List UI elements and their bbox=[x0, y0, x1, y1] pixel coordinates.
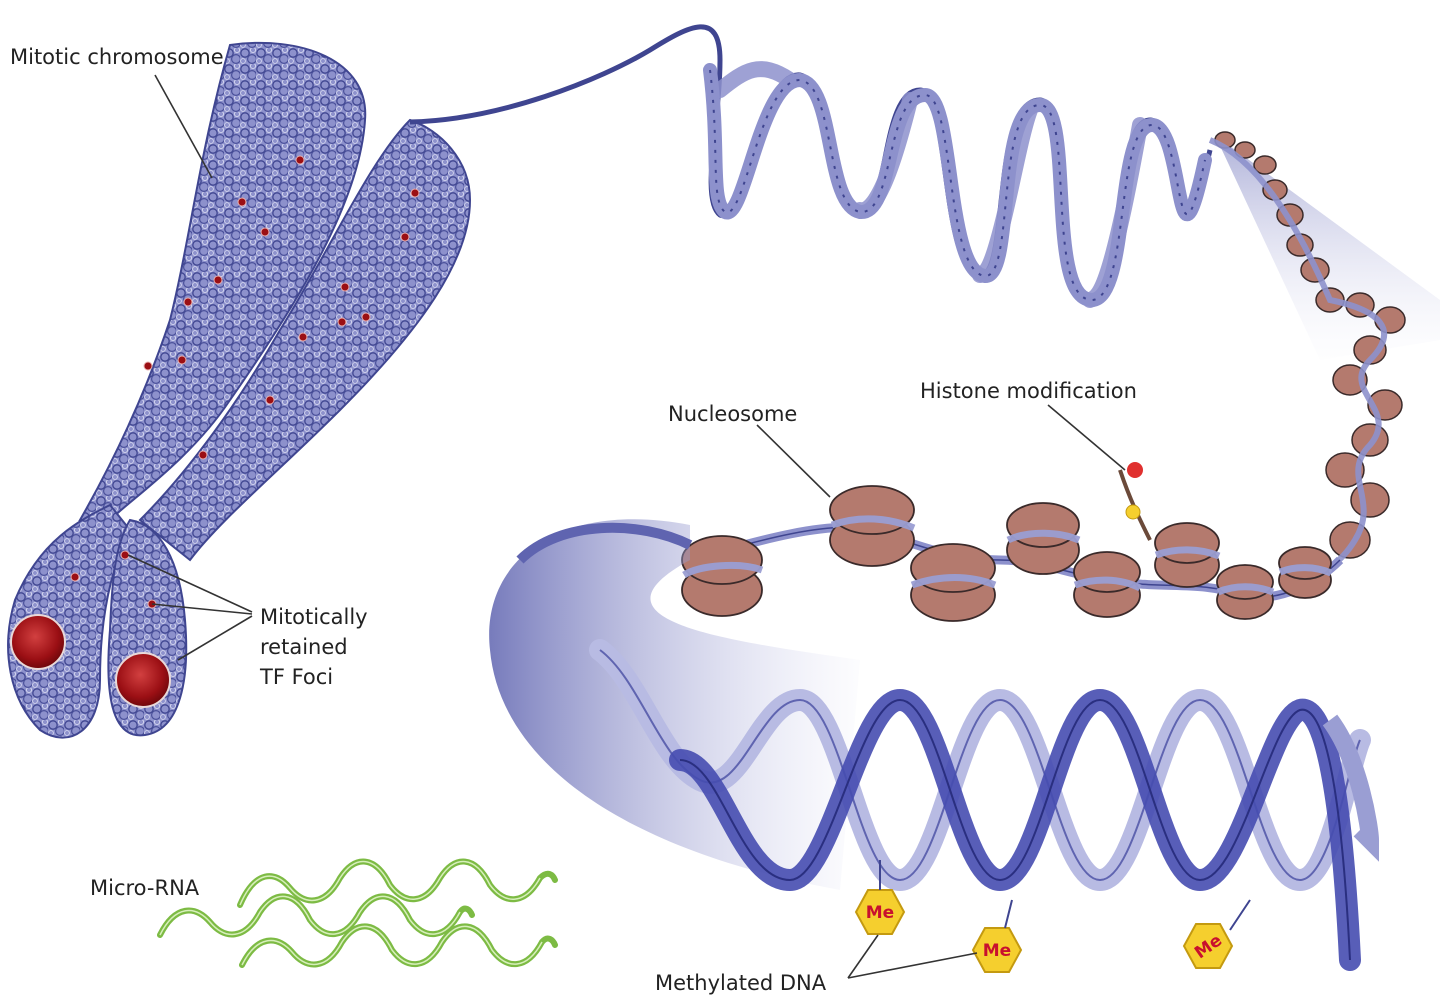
label-tf-foci-line2: retained bbox=[260, 635, 348, 659]
micro-rna bbox=[157, 858, 558, 968]
methyl-badge: Me bbox=[971, 927, 1023, 973]
tf-foci-dots bbox=[70, 155, 420, 609]
label-mitotic-chromosome: Mitotic chromosome bbox=[10, 45, 224, 69]
methyl-badge-label: Me bbox=[983, 941, 1011, 961]
nucleosome-column bbox=[1208, 131, 1406, 595]
dna-double-helix bbox=[516, 522, 1380, 971]
micro-rna-inner bbox=[159, 860, 543, 966]
label-tf-foci-line3: TF Foci bbox=[260, 665, 334, 689]
label-tf-foci-line1: Mitotically bbox=[260, 605, 368, 629]
histone-tail bbox=[1118, 460, 1152, 541]
nucleosome bbox=[681, 535, 763, 617]
methyl-badges: Me Me Me bbox=[854, 860, 1251, 973]
tf-focus-large-right bbox=[115, 652, 171, 708]
label-histone-modification: Histone modification bbox=[920, 379, 1137, 403]
tf-focus-large-left bbox=[10, 614, 66, 670]
leader-lines bbox=[127, 74, 1126, 979]
mitotic-chromosome bbox=[7, 41, 472, 739]
label-micro-rna: Micro-RNA bbox=[90, 876, 200, 900]
zoom-fan-lower bbox=[489, 519, 860, 890]
label-methylated-dna: Methylated DNA bbox=[655, 971, 827, 995]
methyl-badge-label: Me bbox=[866, 903, 894, 923]
chromatin-fiber bbox=[409, 24, 1213, 308]
nucleosome-chain bbox=[681, 460, 1344, 622]
modification-star-icon bbox=[1125, 460, 1145, 480]
modification-dot-icon bbox=[1125, 504, 1141, 520]
label-nucleosome: Nucleosome bbox=[668, 402, 798, 426]
methyl-badge: Me bbox=[1182, 923, 1234, 969]
methyl-badge: Me bbox=[854, 889, 906, 935]
